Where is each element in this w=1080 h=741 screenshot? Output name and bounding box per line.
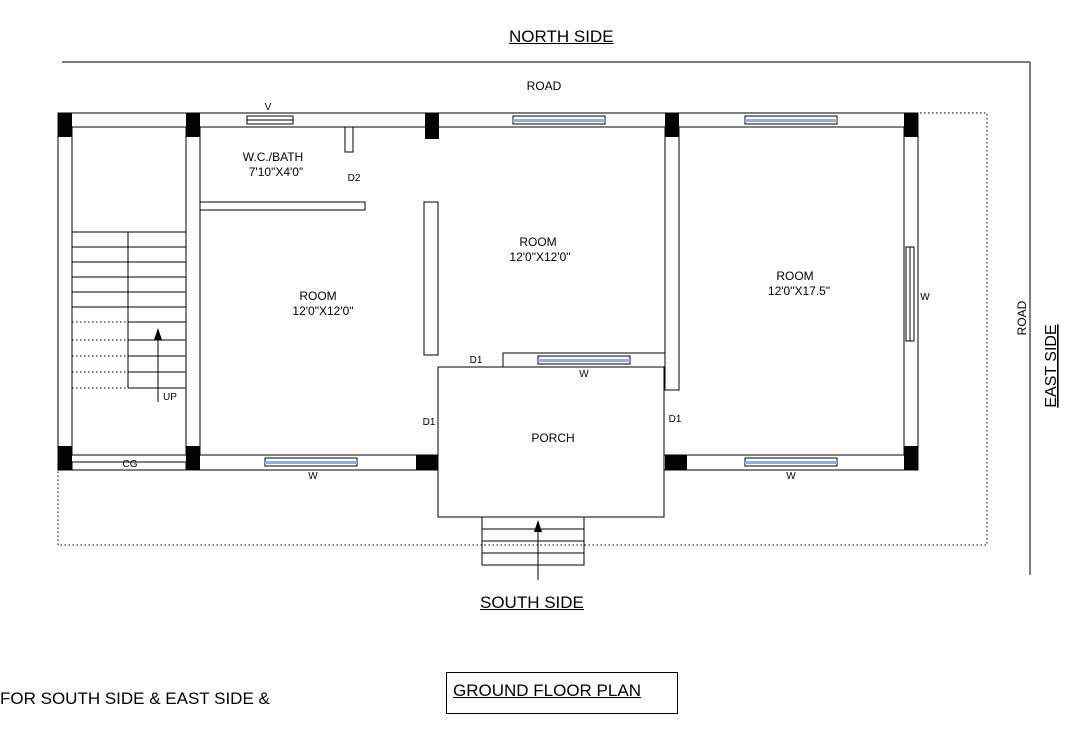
windows — [246, 115, 915, 467]
room-left-name: ROOM — [299, 289, 336, 303]
wc-size: 7'10"X4'0" — [249, 165, 303, 179]
wc-name: W.C./BATH — [243, 150, 303, 164]
porch-outline — [437, 366, 665, 518]
window-porch-label: W — [579, 369, 589, 380]
columns — [58, 113, 918, 470]
staircase — [72, 231, 186, 402]
north-side-title: NORTH SIDE — [509, 27, 614, 46]
north-road-label: ROAD — [527, 79, 562, 93]
east-side-label: EAST SIDE — [1043, 324, 1060, 407]
window-east-label: W — [920, 292, 930, 303]
cg-step — [71, 461, 187, 471]
plot-boundary — [57, 112, 988, 546]
stair-arrow-icon — [154, 328, 162, 340]
window-left-bottom-label: W — [308, 471, 318, 482]
door1-top-label: D1 — [470, 355, 483, 366]
entrance-steps — [481, 516, 585, 580]
room-right-size: 12'0"X17.5" — [768, 284, 830, 298]
room-center-size: 12'0"X12'0" — [509, 250, 570, 264]
south-side-title: SOUTH SIDE — [480, 593, 584, 612]
stair-up-label: UP — [163, 392, 177, 403]
entrance-arrow-icon — [534, 520, 542, 532]
door1-right-label: D1 — [669, 414, 682, 425]
side-note: FOR SOUTH SIDE & EAST SIDE & — [0, 689, 270, 708]
title-box: GROUND FLOOR PLAN — [446, 672, 678, 714]
cg-label: CG — [123, 459, 138, 470]
porch-name: PORCH — [531, 431, 574, 445]
door2-label: D2 — [348, 173, 361, 184]
ventilator-label: V — [265, 102, 272, 113]
east-road-label: ROAD — [1015, 300, 1029, 335]
door1-left-label: D1 — [423, 417, 436, 428]
room-right-name: ROOM — [776, 269, 813, 283]
room-left-size: 12'0"X12'0" — [292, 304, 353, 318]
plan-title: GROUND FLOOR PLAN — [453, 681, 641, 700]
room-center-name: ROOM — [519, 235, 556, 249]
window-right-bottom-label: W — [786, 471, 796, 482]
